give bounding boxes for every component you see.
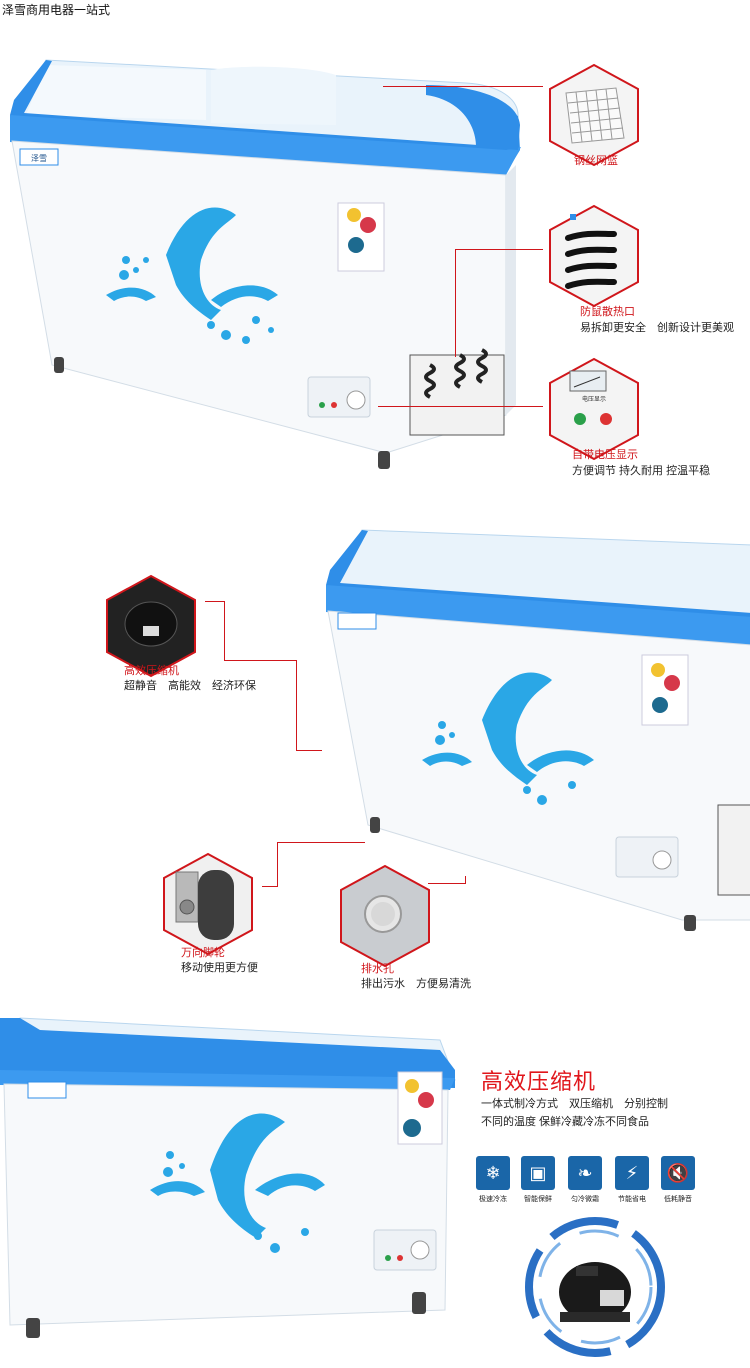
- compressor-callout: [103, 574, 199, 678]
- vent-title: 防鼠散热口: [580, 306, 635, 318]
- caster-callout: [160, 852, 256, 956]
- leader-line: [428, 883, 466, 884]
- section3-line-1: 一体式制冷方式 双压缩机 分别控制: [481, 1098, 668, 1110]
- feature-item: ❧ 匀冷微霜: [565, 1156, 605, 1204]
- leader-line: [455, 249, 543, 250]
- compressor-desc: 超静音 高能效 经济环保: [124, 680, 256, 692]
- leader-line: [383, 86, 543, 87]
- vent-desc: 易拆卸更安全 创新设计更美观: [580, 322, 734, 334]
- leader-line: [465, 876, 466, 884]
- voltage-desc: 方便调节 持久耐用 控温平稳: [572, 465, 711, 477]
- leader-line: [277, 842, 278, 886]
- leader-line: [262, 886, 278, 887]
- leader-line: [224, 601, 225, 661]
- feature-label: 极速冷冻: [479, 1196, 507, 1203]
- leader-line: [378, 406, 543, 407]
- feature-item: 🔇 低耗静音: [658, 1156, 698, 1204]
- leaf-icon: ❧: [568, 1156, 602, 1190]
- freezer-brand-label: 泽雪: [31, 154, 47, 163]
- freezer-image-1: 泽雪: [6, 55, 526, 475]
- leader-line: [205, 601, 225, 602]
- feature-item: ▣ 智能保鲜: [518, 1156, 558, 1204]
- feature-label: 低耗静音: [664, 1196, 692, 1203]
- store-title: 泽雪商用电器一站式: [2, 3, 111, 17]
- mute-icon: 🔇: [661, 1156, 695, 1190]
- vent-callout: [546, 204, 642, 308]
- feature-label: 匀冷微霜: [571, 1196, 599, 1203]
- feature-item: ⚡ 节能省电: [612, 1156, 652, 1204]
- freezer-image-3: [0, 1010, 460, 1340]
- wire-basket-title: 钢丝网篮: [574, 155, 618, 167]
- leader-line: [277, 842, 365, 843]
- caster-desc: 移动使用更方便: [181, 962, 258, 974]
- feature-label: 节能省电: [618, 1196, 646, 1203]
- section3-title: 高效压缩机: [481, 1069, 597, 1094]
- feature-label: 智能保鲜: [524, 1196, 552, 1203]
- compressor-title: 高效压缩机: [124, 665, 179, 677]
- wire-basket-callout: [546, 63, 642, 167]
- shield-icon: ▣: [521, 1156, 555, 1190]
- leader-line: [296, 750, 322, 751]
- caster-title: 万向脚轮: [181, 947, 225, 959]
- section3-line-2: 不同的温度 保鲜冷藏冷冻不同食品: [481, 1116, 650, 1128]
- leader-line: [455, 249, 456, 357]
- leader-line: [224, 660, 296, 661]
- feature-item: ❄ 极速冷冻: [473, 1156, 513, 1204]
- snowflake-icon: ❄: [476, 1156, 510, 1190]
- voltage-panel-label: 电压显示: [582, 395, 606, 403]
- leader-line: [296, 660, 297, 750]
- drain-callout: [337, 864, 433, 968]
- freezer-image-2: [322, 525, 750, 935]
- drain-title: 排水孔: [361, 963, 394, 975]
- drain-desc: 排出污水 方便易清洗: [361, 978, 471, 990]
- compressor-ring-graphic: [520, 1212, 670, 1367]
- voltage-callout: 电压显示: [546, 357, 642, 461]
- lightning-icon: ⚡: [615, 1156, 649, 1190]
- voltage-title: 自带电压显示: [572, 449, 638, 461]
